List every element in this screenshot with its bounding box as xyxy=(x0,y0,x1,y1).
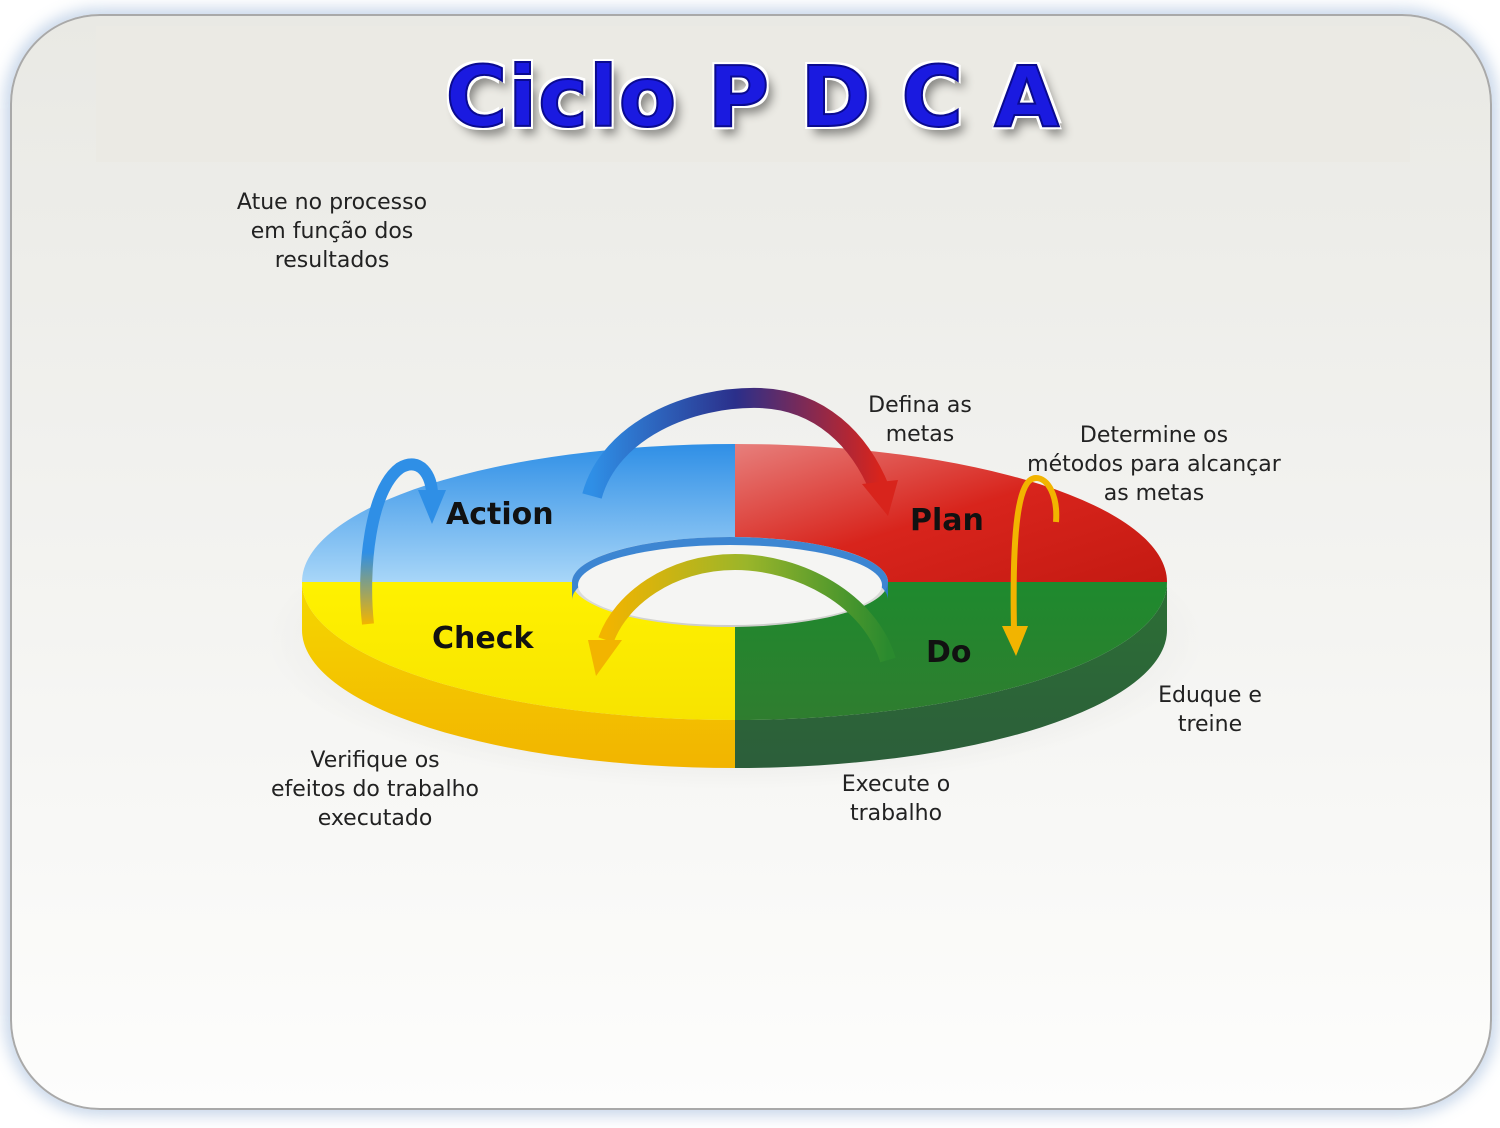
plan-segment xyxy=(735,444,1167,582)
action-label: Action xyxy=(446,497,554,532)
do-to-check-arrow xyxy=(598,553,896,663)
annotation-execute: Execute o trabalho xyxy=(841,772,951,826)
annotation-verify: Verifique os efeitos do trabalho executa… xyxy=(270,748,479,831)
do-label: Do xyxy=(926,635,972,670)
check-to-action-arrow xyxy=(360,458,438,625)
page-title: Ciclo P D C A xyxy=(445,47,1061,147)
annotation-educate: Eduque e treine xyxy=(1158,683,1262,737)
check-label: Check xyxy=(432,621,535,656)
check-side-wall xyxy=(302,582,735,768)
do-segment xyxy=(735,582,1167,720)
action-segment xyxy=(302,444,735,582)
plan-to-do-arrowhead xyxy=(1002,626,1028,656)
inner-hole xyxy=(578,545,882,625)
check-to-action-arrowhead xyxy=(418,490,446,524)
action-to-plan-arrowhead xyxy=(862,480,898,516)
title-band: Ciclo P D C A xyxy=(96,26,1410,162)
annotation-act: Atue no processo em função dos resultado… xyxy=(236,190,428,273)
action-to-plan-arrow xyxy=(582,387,890,500)
plan-to-do-arrow xyxy=(1010,474,1060,631)
do-to-check-arrowhead xyxy=(588,640,622,676)
do-side-wall xyxy=(735,582,1167,768)
annotation-define-goals: Defina as metas xyxy=(868,393,972,447)
annotation-methods: Determine os métodos para alcançar as me… xyxy=(1027,423,1281,506)
plan-label: Plan xyxy=(910,503,984,538)
